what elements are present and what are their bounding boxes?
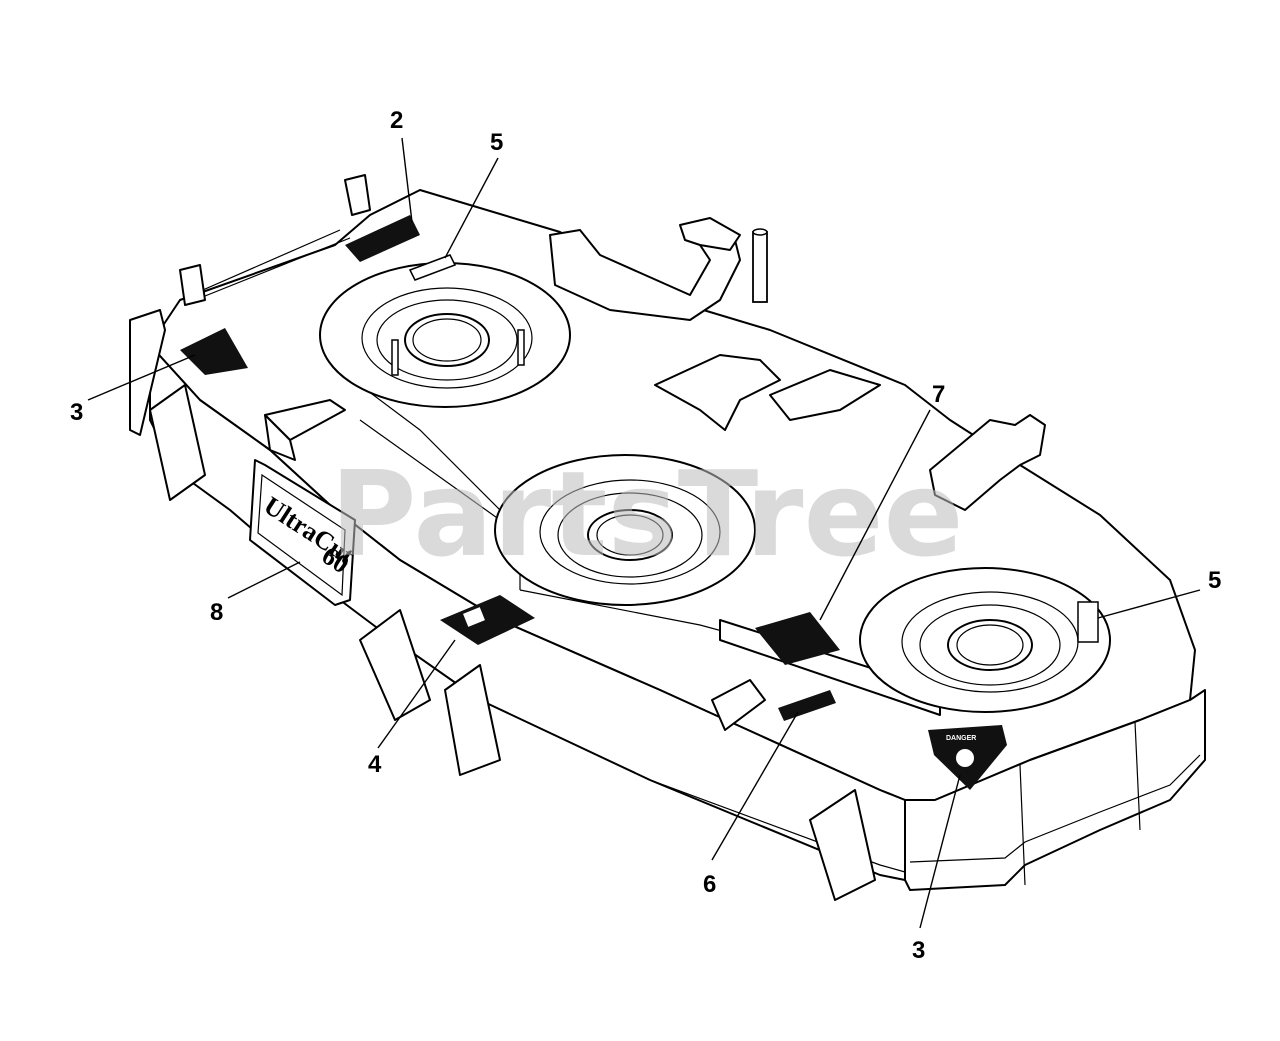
spindle-right [859,567,1111,713]
callout-6: 6 [703,871,716,898]
callout-2: 2 [390,107,403,134]
decal-item-5-rear [408,254,457,281]
callout-5-right: 5 [1208,567,1221,594]
decals: DANGER [180,215,1099,790]
decal-item-4 [440,595,535,645]
callout-5-rear: 5 [490,129,503,156]
deck-right-skirt [904,689,1206,891]
callout-labels: 2 5 3 7 5 8 4 6 3 [70,107,1221,964]
decal-item-5-right [1077,601,1099,643]
watermark: PartsTree [330,445,964,583]
decal-item-7 [755,612,840,665]
front-gussets [149,384,876,901]
callout-3-left: 3 [70,399,83,426]
decal-item-6 [778,690,836,721]
rear-brackets [129,174,1046,511]
leader-lines [87,137,1201,929]
callout-3-right: 3 [912,937,925,964]
decal-item-2 [345,215,420,262]
spindle-left [319,262,571,408]
callout-4: 4 [368,751,382,778]
danger-decal-text: DANGER [946,735,976,742]
decal-item-3-left [180,328,248,375]
spindle-center [494,454,756,606]
callout-7: 7 [932,381,945,408]
callout-8: 8 [210,599,223,626]
